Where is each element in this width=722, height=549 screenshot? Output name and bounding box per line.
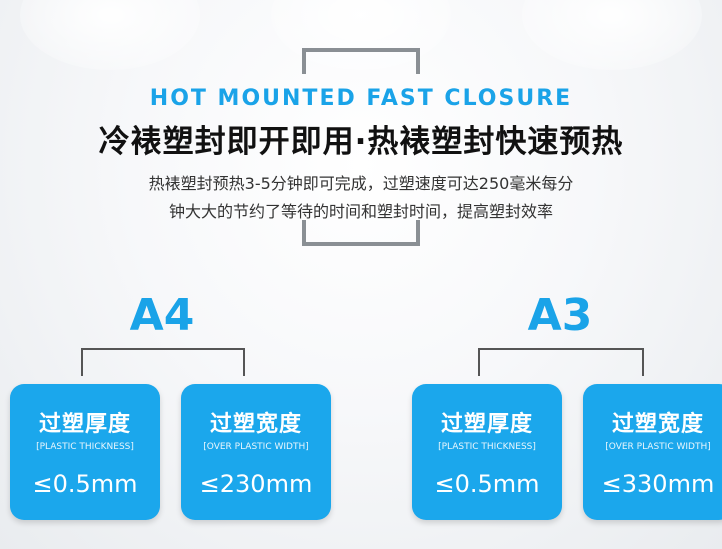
- tree-connector-a4: [81, 348, 245, 376]
- spec-card-width-a4: 过塑宽度 [OVER PLASTIC WIDTH] ≤230mm: [181, 384, 331, 520]
- size-label-a3: A3: [527, 290, 593, 341]
- spec-card-thickness-a3: 过塑厚度 [PLASTIC THICKNESS] ≤0.5mm: [412, 384, 562, 520]
- card-value: ≤330mm: [601, 470, 715, 498]
- light-glow: [20, 0, 200, 70]
- card-title: 过塑厚度: [440, 412, 533, 437]
- title-bracket-bottom: [302, 220, 420, 246]
- card-title: 过塑宽度: [209, 412, 302, 437]
- card-subtitle: [PLASTIC THICKNESS]: [36, 442, 134, 452]
- card-subtitle: [OVER PLASTIC WIDTH]: [605, 442, 711, 452]
- tree-connector-a3: [478, 348, 644, 376]
- card-title: 过塑宽度: [611, 412, 704, 437]
- chinese-title: 冷裱塑封即开即用·热裱塑封快速预热: [98, 124, 624, 160]
- size-label-a4: A4: [129, 290, 195, 341]
- card-value: ≤0.5mm: [32, 470, 138, 498]
- card-value: ≤0.5mm: [434, 470, 540, 498]
- spec-card-width-a3: 过塑宽度 [OVER PLASTIC WIDTH] ≤330mm: [583, 384, 722, 520]
- card-subtitle: [OVER PLASTIC WIDTH]: [203, 442, 309, 452]
- card-subtitle: [PLASTIC THICKNESS]: [438, 442, 536, 452]
- english-title: HOT MOUNTED FAST CLOSURE: [149, 86, 573, 111]
- card-value: ≤230mm: [199, 470, 313, 498]
- title-bracket-top: [302, 48, 420, 74]
- card-title: 过塑厚度: [38, 412, 131, 437]
- description-line-1: 热裱塑封预热3-5分钟即可完成，过塑速度可达250毫米每分: [148, 174, 574, 193]
- description-line-2: 钟大大的节约了等待的时间和塑封时间，提高塑封效率: [168, 202, 553, 221]
- spec-card-thickness-a4: 过塑厚度 [PLASTIC THICKNESS] ≤0.5mm: [10, 384, 160, 520]
- light-glow: [522, 0, 702, 70]
